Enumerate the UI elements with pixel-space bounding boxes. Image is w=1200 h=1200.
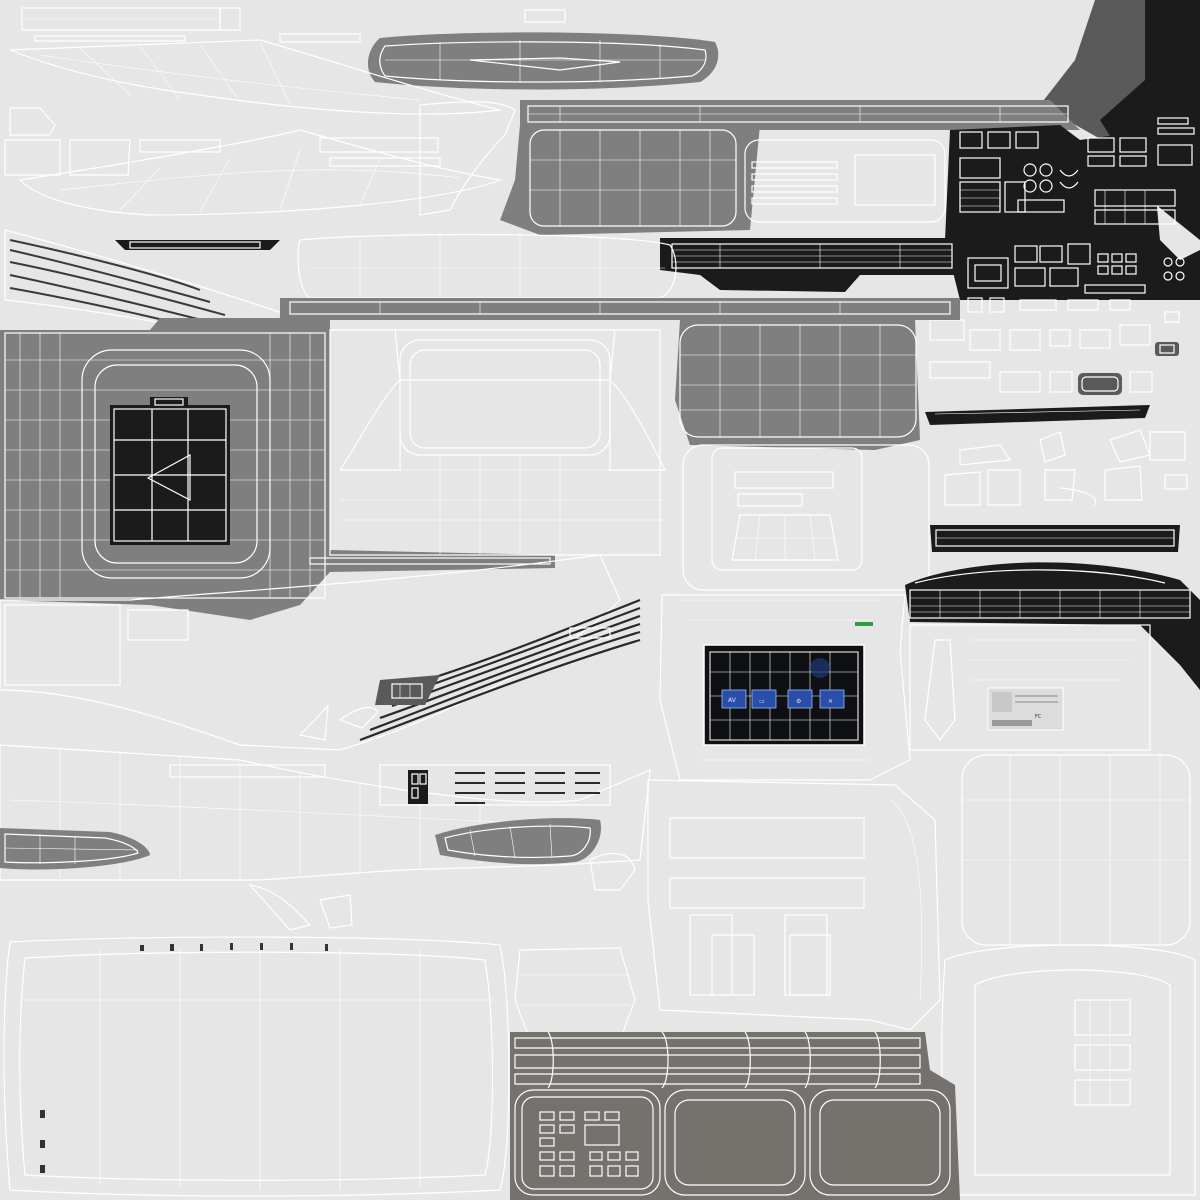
fc-mark: FC: [1035, 714, 1042, 720]
svg-text:⚙: ⚙: [796, 698, 801, 705]
screen-bezel: AV ▭ ⚙ ✕: [659, 594, 911, 781]
top-right-black-wedge: [1100, 0, 1200, 240]
svg-text:▭: ▭: [759, 698, 765, 705]
close-icon[interactable]: [819, 689, 845, 709]
bottom-base-panel: [510, 1031, 960, 1200]
settings-icon[interactable]: [787, 689, 813, 709]
screen-icon-row: AV ▭ ⚙ ✕: [721, 689, 845, 709]
screen-mirror-icon[interactable]: [751, 689, 777, 709]
upper-light-panel: [744, 139, 946, 223]
center-grid-panel: [675, 320, 920, 450]
top-frame-panel: [0, 318, 555, 620]
top-long-strip: [21, 7, 566, 43]
svg-text:AV: AV: [728, 697, 737, 704]
lower-center-frame: [647, 779, 941, 1031]
small-part-decals: [925, 297, 1180, 425]
right-arch-bars: [905, 525, 1200, 690]
striped-dark-bar: [660, 238, 960, 292]
control-decal-cluster: [945, 117, 1200, 300]
right-cabinet-panel: FC: [909, 624, 1151, 751]
center-light-frame: [329, 329, 666, 556]
mid-stripe-fan: [0, 554, 641, 751]
upper-grid-panel: [500, 125, 760, 235]
bottom-left-wire-panel: [3, 936, 636, 1197]
top-center-long-bar: [520, 100, 1080, 130]
lower-hull-pieces: [0, 818, 636, 931]
right-lower-frames: [941, 754, 1196, 1196]
av-input-icon[interactable]: [721, 689, 747, 709]
center-bezel-frame: [682, 444, 930, 591]
top-left-wire-shells: [4, 39, 516, 216]
top-hull-panel: [367, 32, 719, 90]
upper-mid-shell: [280, 233, 960, 320]
svg-text:✕: ✕: [828, 698, 833, 705]
bracket-piece-scatter: [944, 429, 1188, 506]
lower-left-shell: [0, 744, 651, 881]
